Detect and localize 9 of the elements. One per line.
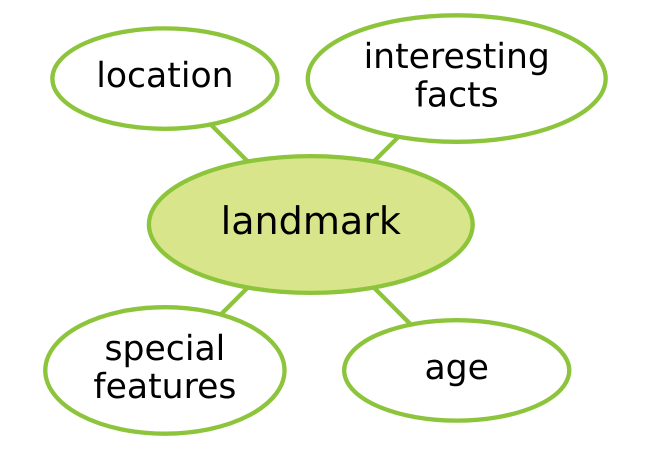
connector [210, 123, 249, 162]
node-ellipse: special features [43, 304, 287, 436]
node-ellipse: age [342, 318, 572, 423]
connector [372, 136, 400, 162]
node-ellipse: location [50, 26, 280, 131]
node-ellipse: landmark [146, 154, 475, 296]
node-ellipse: interesting facts [306, 13, 608, 144]
connector [220, 286, 249, 316]
connector [372, 286, 412, 326]
